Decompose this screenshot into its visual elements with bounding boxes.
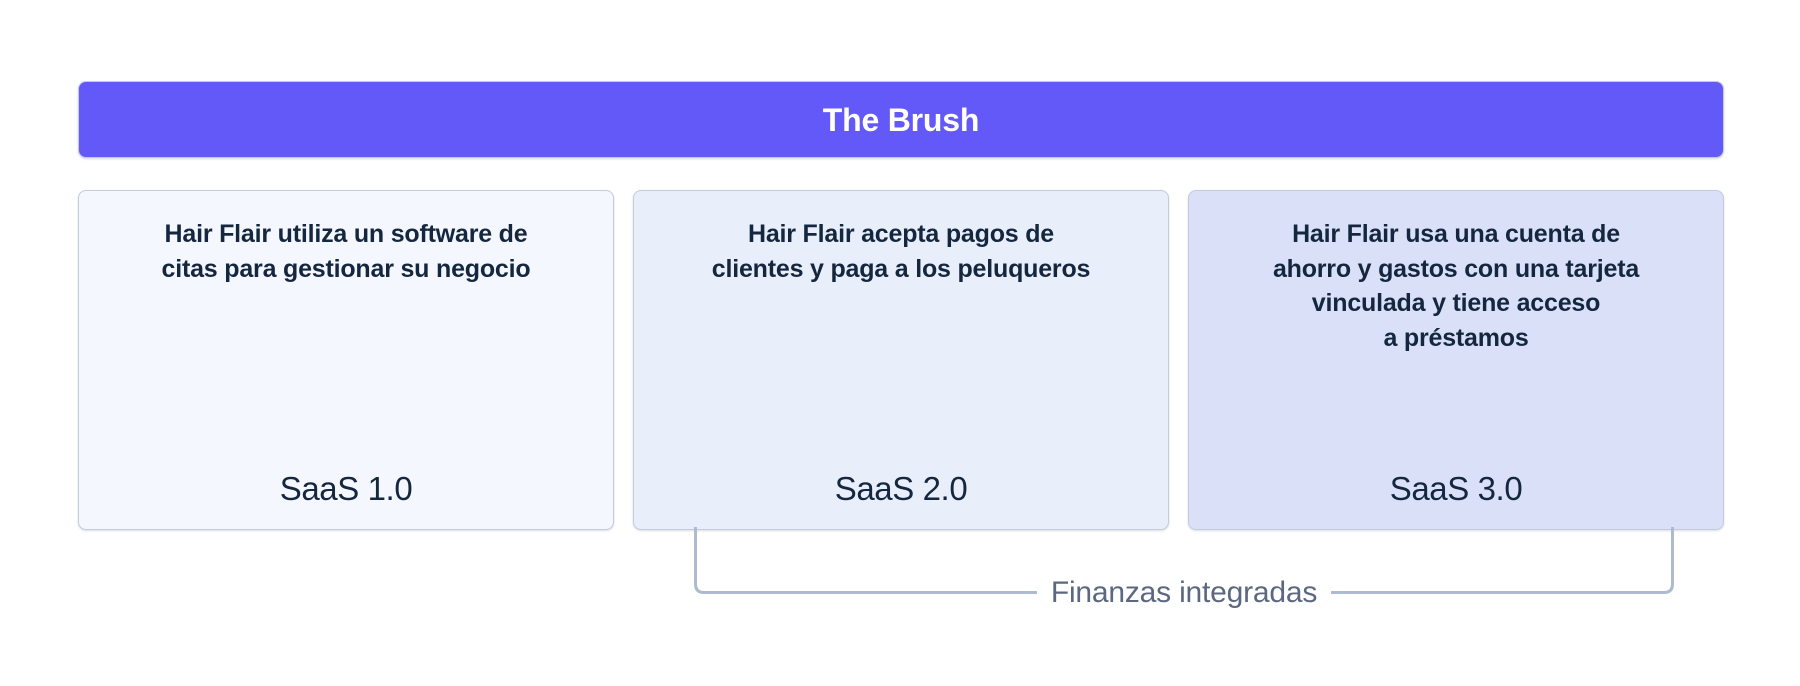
page-title: The Brush <box>822 101 980 138</box>
header-banner: The Brush <box>78 81 1724 158</box>
stage-card-label: SaaS 3.0 <box>1389 470 1523 507</box>
bracket-caption-text: Finanzas integradas <box>1036 576 1332 609</box>
stage-card-saas-2: Hair Flair acepta pagos de clientes y pa… <box>633 190 1169 530</box>
stage-card-label: SaaS 2.0 <box>834 470 968 507</box>
stage-card-row: Hair Flair utiliza un software de citas … <box>78 190 1724 530</box>
bracket-caption: Finanzas integradas <box>694 576 1674 609</box>
stage-card-label: SaaS 1.0 <box>279 470 413 507</box>
stage-card-saas-3: Hair Flair usa una cuenta de ahorro y ga… <box>1188 190 1724 530</box>
stage-card-description: Hair Flair utiliza un software de citas … <box>161 220 531 283</box>
stage-card-description: Hair Flair acepta pagos de clientes y pa… <box>711 220 1091 283</box>
stage-card-description: Hair Flair usa una cuenta de ahorro y ga… <box>1272 220 1640 352</box>
stage-card-saas-1: Hair Flair utiliza un software de citas … <box>78 190 614 530</box>
embedded-finance-bracket: Finanzas integradas <box>694 527 1674 609</box>
